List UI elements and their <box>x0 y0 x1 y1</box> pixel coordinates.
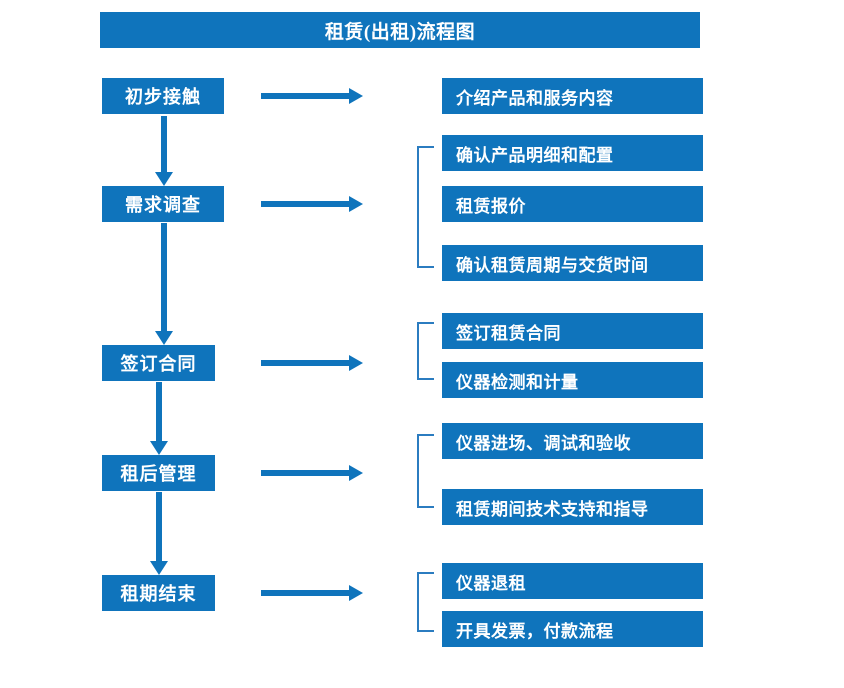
detail-box-1[interactable]: 介绍产品和服务内容 <box>442 78 703 114</box>
group-bracket-4 <box>417 572 434 632</box>
arrow-right-icon-3 <box>261 354 363 372</box>
arrow-right-icon-1 <box>261 87 363 105</box>
arrow-right-icon-2 <box>261 195 363 213</box>
arrow-down-icon-1 <box>153 116 175 186</box>
group-bracket-1 <box>417 146 434 268</box>
stage-box-1[interactable]: 初步接触 <box>102 78 224 114</box>
stage-box-3[interactable]: 签订合同 <box>102 345 215 381</box>
arrow-down-icon-3 <box>148 382 170 455</box>
arrow-right-icon-4 <box>261 464 363 482</box>
arrow-right-icon-5 <box>261 584 363 602</box>
stage-box-4[interactable]: 租后管理 <box>102 455 215 491</box>
stage-box-2[interactable]: 需求调查 <box>102 186 224 222</box>
page-title: 租赁(出租)流程图 <box>100 12 700 48</box>
arrow-down-icon-2 <box>153 223 175 345</box>
detail-box-6[interactable]: 仪器检测和计量 <box>442 362 703 398</box>
detail-box-7[interactable]: 仪器进场、调试和验收 <box>442 423 703 459</box>
detail-box-5[interactable]: 签订租赁合同 <box>442 313 703 349</box>
detail-box-10[interactable]: 开具发票，付款流程 <box>442 611 703 647</box>
group-bracket-3 <box>417 434 434 508</box>
detail-box-4[interactable]: 确认租赁周期与交货时间 <box>442 245 703 281</box>
stage-box-5[interactable]: 租期结束 <box>102 575 215 611</box>
arrow-down-icon-4 <box>148 492 170 575</box>
detail-box-8[interactable]: 租赁期间技术支持和指导 <box>442 489 703 525</box>
detail-box-9[interactable]: 仪器退租 <box>442 563 703 599</box>
detail-box-3[interactable]: 租赁报价 <box>442 186 703 222</box>
detail-box-2[interactable]: 确认产品明细和配置 <box>442 135 703 171</box>
group-bracket-2 <box>417 322 434 380</box>
